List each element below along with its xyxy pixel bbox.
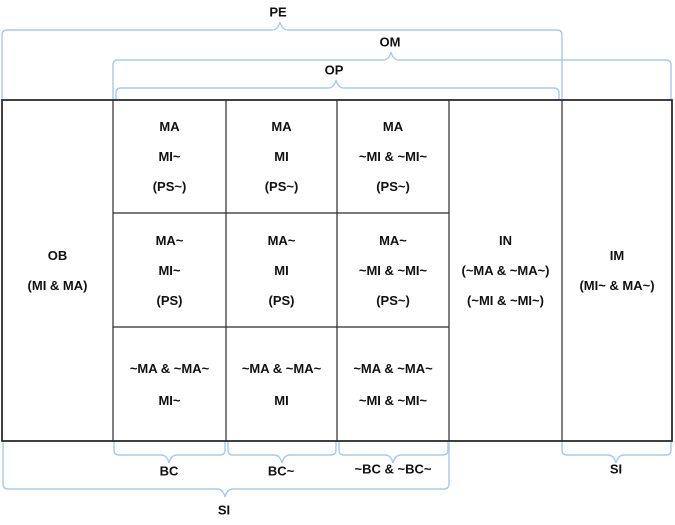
label-pe: PE — [269, 4, 287, 20]
label-si-bottom: SI — [217, 502, 231, 518]
cell-line: ~MA & ~MA~ — [353, 360, 433, 376]
cell-line: (PS~) — [152, 179, 187, 194]
pe-brace — [1, 21, 563, 100]
cell-line: MA~ — [155, 232, 184, 248]
label-si-right: SI — [609, 461, 623, 477]
cell-r2c3: MA~ ~MI & ~MI~ (PS~) — [337, 213, 449, 327]
label-om: OM — [379, 34, 401, 50]
table-column-lines — [112, 100, 563, 441]
bc-neither-brace — [338, 441, 449, 464]
cell-line: ~MI & ~MI~ — [358, 262, 428, 278]
cell-line: (PS~) — [376, 179, 410, 194]
cell-line: (~MI & ~MI~) — [467, 293, 544, 308]
label-bc: BC — [159, 463, 179, 479]
cell-line: IM — [609, 248, 625, 263]
cell-line: (PS~) — [376, 292, 410, 308]
cell-r2c1: MA~ MI~ (PS) — [113, 213, 226, 327]
cell-line: OB — [47, 248, 68, 263]
cell-line: ~MI & ~MI~ — [358, 149, 428, 164]
cell-r3c1: ~MA & ~MA~ MI~ — [113, 327, 226, 441]
si-bottom-brace — [2, 442, 450, 498]
cell-line: MA — [382, 119, 404, 134]
label-bc-not: BC~ — [267, 463, 295, 479]
bc-brace — [113, 441, 226, 464]
cell-line: MA — [271, 119, 292, 134]
cell-line: MI~ — [158, 392, 181, 408]
cell-line: IN — [499, 233, 512, 248]
table-row-lines — [113, 212, 449, 328]
label-op: OP — [324, 62, 344, 78]
cell-line: MI — [274, 392, 289, 408]
cell-line: MA~ — [379, 232, 407, 248]
cell-line: MI~ — [158, 262, 181, 278]
om-brace — [112, 51, 672, 100]
cell-line: (PS~) — [264, 179, 299, 194]
cell-line: MA — [159, 119, 180, 134]
bc-not-brace — [227, 441, 337, 464]
cell-line: (MI & MA) — [27, 278, 88, 293]
cell-im: IM (MI~ & MA~) — [562, 100, 672, 441]
cell-r1c3: MA ~MI & ~MI~ (PS~) — [337, 100, 449, 213]
cell-in: IN (~MA & ~MA~) (~MI & ~MI~) — [449, 100, 562, 441]
si-right-brace — [561, 441, 672, 464]
cell-r2c2: MA~ MI (PS) — [226, 213, 337, 327]
cell-line: (MI~ & MA~) — [579, 278, 655, 293]
cell-line: (PS) — [156, 292, 183, 308]
cell-line: MI — [274, 262, 289, 278]
cell-r3c3: ~MA & ~MA~ ~MI & ~MI~ — [337, 327, 449, 441]
label-bc-neither: ~BC & ~BC~ — [354, 461, 432, 477]
cell-r1c2: MA MI (PS~) — [226, 100, 337, 213]
cell-line: (~MA & ~MA~) — [461, 263, 550, 278]
cell-line: MI — [274, 149, 289, 164]
cell-r1c1: MA MI~ (PS~) — [113, 100, 226, 213]
cell-line: MI~ — [158, 149, 181, 164]
cell-r3c2: ~MA & ~MA~ MI — [226, 327, 337, 441]
cell-line: ~MA & ~MA~ — [129, 360, 210, 376]
op-brace — [115, 79, 560, 100]
cell-line: (PS) — [268, 292, 295, 308]
cell-line: MA~ — [267, 232, 296, 248]
cell-ob: OB (MI & MA) — [2, 100, 113, 441]
cell-line: ~MI & ~MI~ — [358, 392, 428, 408]
cell-line: ~MA & ~MA~ — [241, 360, 322, 376]
